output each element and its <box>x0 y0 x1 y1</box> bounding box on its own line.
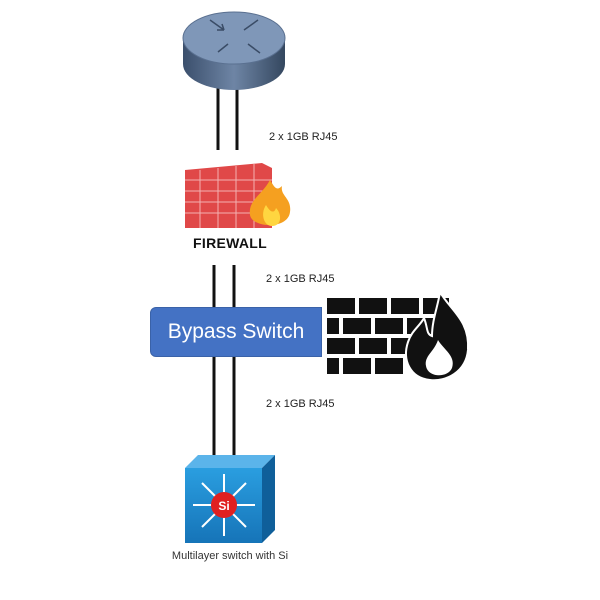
si-badge: Si <box>218 499 229 513</box>
bypass-switch: Bypass Switch <box>150 307 322 357</box>
link-label-router-firewall: 2 x 1GB RJ45 <box>269 131 338 143</box>
flame-icon <box>405 288 470 382</box>
link-router-firewall <box>216 88 239 150</box>
firewall-label: FIREWALL <box>193 235 267 251</box>
firewall-icon <box>185 163 291 228</box>
multilayer-switch-icon: Si <box>185 455 275 543</box>
bypass-switch-label: Bypass Switch <box>167 320 305 343</box>
firewall-bricks-icon <box>327 288 470 382</box>
link-firewall-bypass <box>212 265 236 307</box>
multilayer-switch-label: Multilayer switch with Si <box>171 550 289 562</box>
link-label-bypass-switch: 2 x 1GB RJ45 <box>266 398 335 410</box>
link-label-firewall-bypass: 2 x 1GB RJ45 <box>266 273 335 285</box>
link-bypass-switch <box>212 357 236 458</box>
flame-icon <box>249 180 291 226</box>
router-icon <box>182 11 286 90</box>
